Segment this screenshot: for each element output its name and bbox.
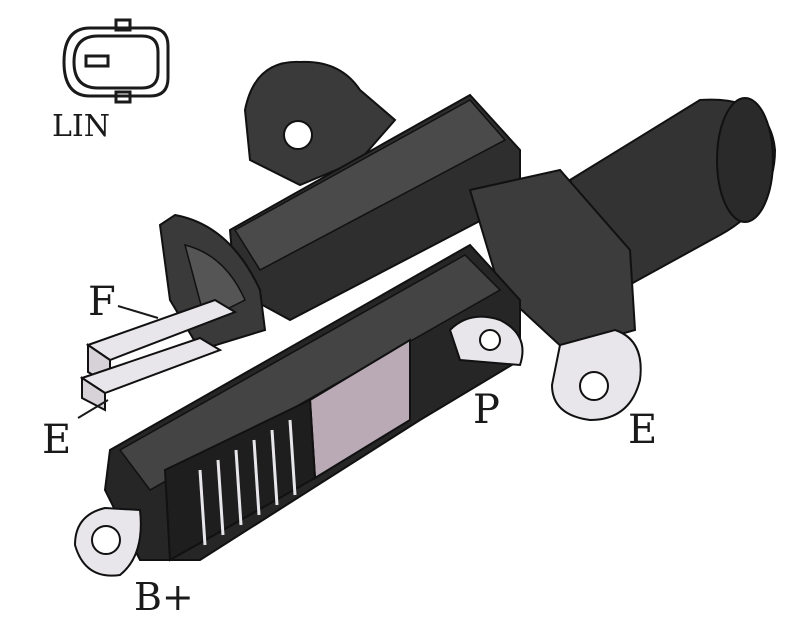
b-plus-terminal — [73, 506, 142, 577]
e-brush-terminal — [79, 336, 223, 412]
p-terminal — [448, 315, 524, 367]
e-ground-terminal — [550, 328, 642, 422]
b-plus-label: B+ — [134, 575, 194, 619]
regulator-body — [103, 60, 777, 561]
e-left-label: E — [42, 417, 72, 463]
p-label: P — [473, 387, 500, 433]
lin-label: LIN — [52, 109, 111, 144]
leader-lines — [77, 305, 159, 419]
lin-connector-icon — [62, 18, 170, 104]
heatsink — [163, 338, 411, 562]
f-label: F — [88, 279, 116, 325]
e-right-label: E — [628, 407, 658, 453]
